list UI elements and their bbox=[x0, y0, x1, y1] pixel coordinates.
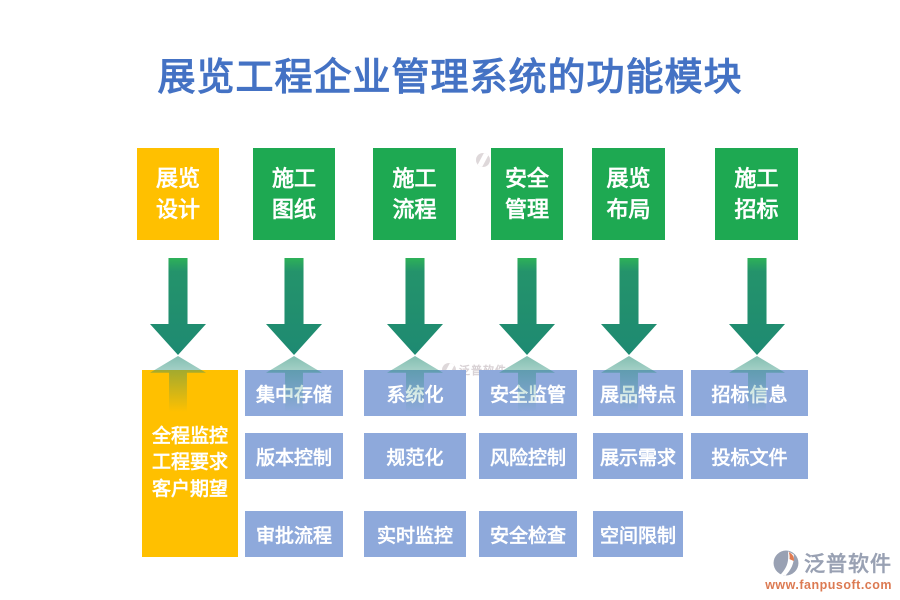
item-box: 实时监控 bbox=[364, 511, 466, 557]
item-box: 展示需求 bbox=[593, 433, 683, 479]
panel-label-line: 客户期望 bbox=[151, 478, 228, 500]
item-box: 系统化 bbox=[364, 370, 466, 416]
item-box: 招标信息 bbox=[691, 370, 808, 416]
module-label-line: 管理 bbox=[504, 197, 549, 222]
module-label-line: 安全 bbox=[504, 165, 549, 191]
panel-overall-requirements: 全程监控 工程要求 客户期望 bbox=[142, 370, 238, 557]
module-label-line: 展览 bbox=[606, 165, 651, 191]
module-label-line: 流程 bbox=[392, 197, 437, 222]
down-arrow-icon bbox=[266, 258, 322, 355]
module-label-line: 布局 bbox=[606, 197, 651, 222]
item-box: 安全监管 bbox=[479, 370, 577, 416]
item-box: 集中存储 bbox=[245, 370, 343, 416]
down-arrow-icon bbox=[499, 258, 555, 355]
module-box-exhibition-layout: 展览 布局 bbox=[592, 148, 665, 240]
down-arrow-icon bbox=[387, 258, 443, 355]
brand-footer: 泛普软件 www.fanpusoft.com bbox=[765, 548, 892, 592]
panel-label-line: 工程要求 bbox=[151, 452, 228, 474]
module-label-line: 招标 bbox=[734, 197, 779, 222]
module-box-construction-process: 施工 流程 bbox=[373, 148, 456, 240]
item-box: 审批流程 bbox=[245, 511, 343, 557]
down-arrow-icon bbox=[601, 258, 657, 355]
watermark-logo-icon bbox=[476, 153, 490, 167]
module-label-line: 施工 bbox=[392, 165, 437, 191]
brand-website: www.fanpusoft.com bbox=[765, 578, 892, 592]
brand-name: 泛普软件 bbox=[804, 553, 892, 576]
fanpu-logo-icon bbox=[773, 550, 799, 576]
module-box-construction-bidding: 施工 招标 bbox=[715, 148, 798, 240]
module-box-safety-management: 安全 管理 bbox=[491, 148, 563, 240]
item-box: 风险控制 bbox=[479, 433, 577, 479]
item-box: 空间限制 bbox=[593, 511, 683, 557]
item-box: 投标文件 bbox=[691, 433, 808, 479]
module-label-line: 图纸 bbox=[271, 197, 316, 222]
module-label-line: 施工 bbox=[271, 165, 316, 191]
module-label-line: 设计 bbox=[155, 197, 200, 222]
item-box: 规范化 bbox=[364, 433, 466, 479]
item-box: 安全检查 bbox=[479, 511, 577, 557]
down-arrow-icon bbox=[729, 258, 785, 355]
module-box-construction-drawings: 施工 图纸 bbox=[253, 148, 335, 240]
page-title: 展览工程企业管理系统的功能模块 bbox=[157, 57, 743, 99]
item-box: 版本控制 bbox=[245, 433, 343, 479]
item-box: 展品特点 bbox=[593, 370, 683, 416]
module-label-line: 展览 bbox=[155, 165, 200, 191]
module-label-line: 施工 bbox=[734, 165, 779, 191]
module-box-exhibition-design: 展览 设计 bbox=[137, 148, 219, 240]
down-arrow-icon bbox=[150, 258, 206, 355]
panel-label-line: 全程监控 bbox=[151, 426, 228, 448]
